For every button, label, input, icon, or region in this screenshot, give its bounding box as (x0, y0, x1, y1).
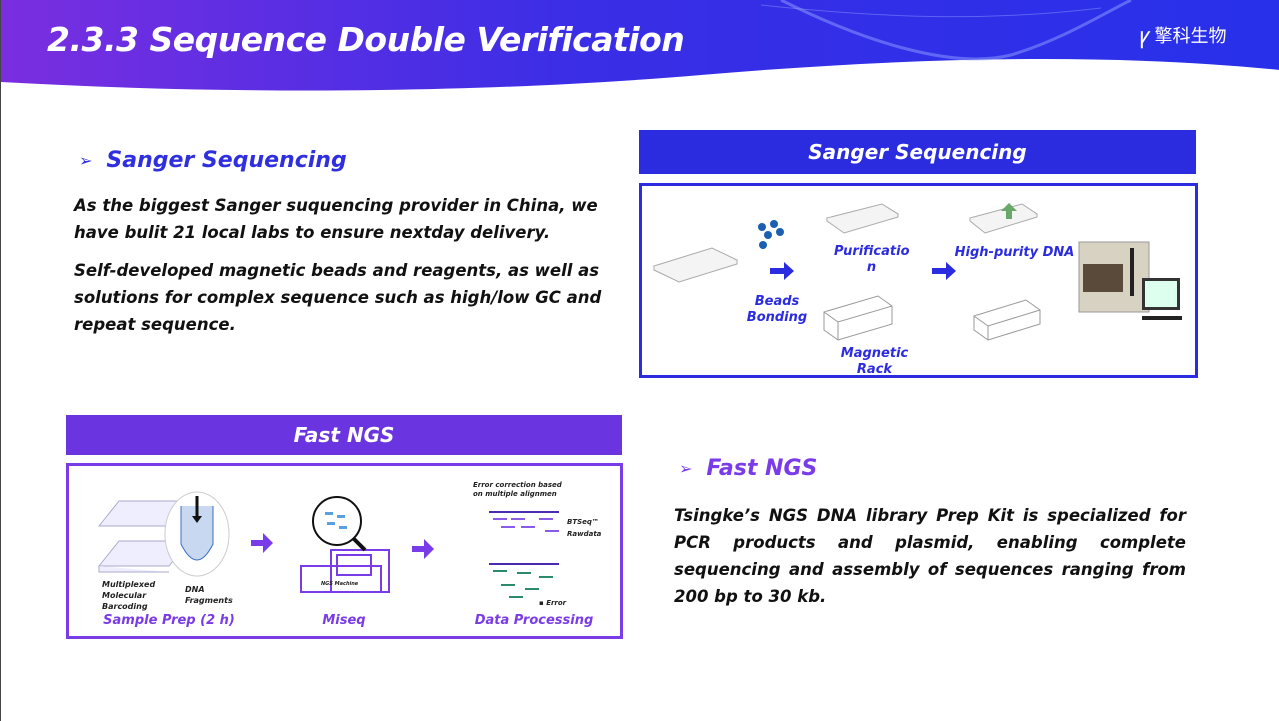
high-purity-dna-label: High-purity DNA (954, 245, 1075, 260)
purification-label: Purificatio n (834, 244, 910, 275)
tube-icon (164, 491, 230, 577)
arrow-icon (251, 533, 273, 553)
error-legend: ▪ Error (539, 599, 567, 607)
up-arrow-icon (1001, 203, 1017, 219)
beads-bonding-label: Beads Bonding (746, 294, 808, 325)
plate-icon (825, 203, 900, 234)
sanger-heading-text: Sanger Sequencing (106, 148, 347, 173)
miseq-label: Miseq (322, 613, 366, 628)
sanger-diagram: Beads Bonding Purificatio n Magnetic Rac… (639, 183, 1198, 378)
beads-icon (758, 220, 784, 249)
logo-text: 擎科生物 (1154, 26, 1227, 47)
arrow-bullet-icon: ➢ (679, 459, 693, 478)
logo-icon: ꝩ (1139, 24, 1151, 49)
miseq-machine-icon (300, 549, 390, 593)
ngs-diagram: Multiplexed Molecular Barcoding DNA Frag… (66, 463, 623, 639)
sanger-heading: ➢ Sanger Sequencing (79, 148, 347, 173)
ngs-machine-label: NGS Machine (321, 581, 359, 587)
error-legend-text: Error (546, 599, 567, 607)
magnifier-icon (312, 496, 367, 552)
header-banner (1, 0, 1279, 91)
sanger-panel-title: Sanger Sequencing (639, 130, 1196, 174)
sequencer-icon (1078, 241, 1182, 320)
arrow-bullet-icon: ➢ (79, 151, 93, 170)
plate-icon (968, 203, 1039, 234)
arrow-icon (932, 262, 956, 280)
alignment-icon (489, 511, 559, 598)
sanger-workflow-illustration (652, 203, 1182, 341)
ngs-paragraph: Tsingke’s NGS DNA library Prep Kit is sp… (674, 506, 1186, 606)
ngs-heading: ➢ Fast NGS (679, 456, 817, 481)
arrow-icon (412, 539, 434, 559)
sanger-paragraph-1: As the biggest Sanger suquencing provide… (74, 196, 598, 242)
barcoding-label: Multiplexed Molecular Barcoding (102, 580, 156, 611)
error-correction-label: Error correction based on multiple align… (473, 481, 562, 498)
magnetic-rack-icon (973, 299, 1041, 341)
fragments-label: DNA Fragments (185, 585, 233, 605)
page-title: 2.3.3 Sequence Double Verification (47, 20, 685, 59)
ngs-workflow-illustration (97, 491, 559, 598)
sanger-paragraph-2: Self-developed magnetic beads and reagen… (74, 261, 602, 334)
ngs-panel-title: Fast NGS (66, 415, 622, 455)
data-processing-label: Data Processing (474, 613, 594, 628)
magnetic-rack-icon (823, 295, 893, 341)
sample-prep-label: Sample Prep (2 h) (103, 613, 235, 628)
magnetic-rack-label: Magnetic Rack (840, 346, 909, 377)
plate-icon (652, 247, 739, 283)
ngs-heading-text: Fast NGS (706, 456, 818, 481)
arrow-icon (770, 262, 794, 280)
btseq-label: BTSeq™ Rawdata (567, 518, 602, 538)
